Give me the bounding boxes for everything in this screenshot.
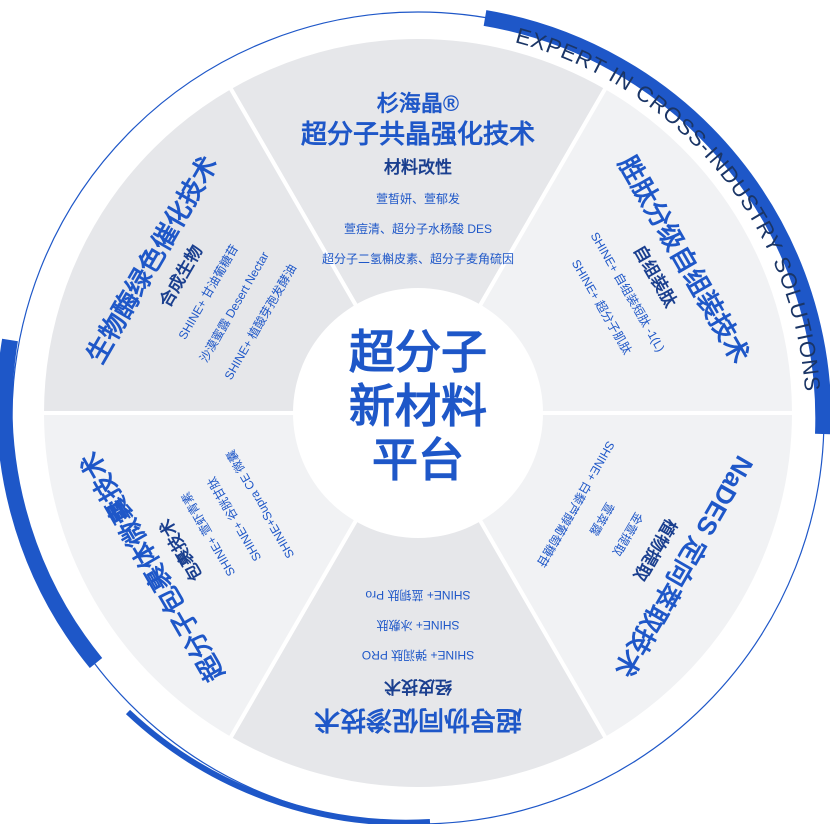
segment-bottom bbox=[227, 408, 609, 791]
segment-subtitle: 材料改性 bbox=[384, 157, 452, 177]
segment-item: SHINE+ 弹润肽 PRO bbox=[362, 648, 474, 663]
segment-item: 萱皙妍、萱郁发 bbox=[376, 191, 460, 206]
ring-arc-accent-top-right bbox=[483, 10, 830, 435]
center-line-3: 平台 bbox=[372, 434, 464, 486]
segment-title: 超分子共晶强化技术 bbox=[301, 119, 535, 149]
center-line-2: 新材料 bbox=[349, 380, 487, 432]
segment-subtitle: 经皮技术 bbox=[384, 677, 452, 697]
ring-arc-accent-bottom bbox=[125, 709, 431, 824]
segment-text-bottom: 超导协同促渗技术 经皮技术 SHINE+ 弹润肽 PRO SHINE+ 冰敷肽 SHIN… bbox=[314, 588, 522, 735]
segment-item: 萱痘清、超分子水杨酸 DES bbox=[344, 221, 492, 236]
segment-top bbox=[227, 35, 609, 417]
center-circle bbox=[293, 288, 543, 538]
segment-title: 杉海晶® bbox=[377, 91, 459, 116]
segment-item: SHINE+ 蓝铜肽 Pro bbox=[365, 588, 470, 603]
segment-item: 超分子二氢槲皮素、超分子麦角硫因 bbox=[322, 251, 514, 266]
ring-arc-accent-left bbox=[0, 338, 103, 669]
segment-item: SHINE+ 冰敷肽 bbox=[376, 618, 459, 633]
segment-title: 超导协同促渗技术 bbox=[314, 705, 522, 735]
center-line-1: 超分子 bbox=[349, 326, 487, 378]
